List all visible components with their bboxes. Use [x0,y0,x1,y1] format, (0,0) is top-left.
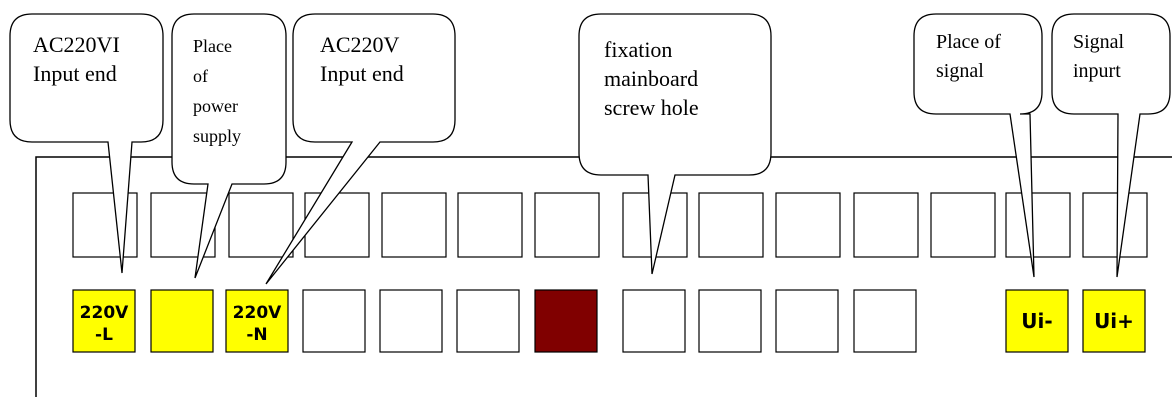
callout-bubble [578,13,772,275]
top-terminal-11 [853,192,919,258]
callout-text-line: AC220V [320,32,400,57]
top-terminal-row [72,192,1148,258]
callout-text-line: inpurt [1073,60,1121,82]
terminal-label-line2: -N [246,325,267,345]
callout-text-line: Signal [1073,31,1125,53]
callout-bubble [265,13,456,285]
bottom-terminal-13: Ui+ [1082,289,1146,353]
terminal-box [225,289,289,353]
bottom-terminal-12: Ui- [1005,289,1069,353]
callout-text-line: Place [193,36,232,56]
top-terminal-6 [457,192,523,258]
callout-ac220vi-input: AC220VI Input end [9,13,164,274]
callout-text-line: signal [936,60,984,82]
terminal-label-line2: -L [95,325,113,345]
callout-group: AC220VI Input end Place of power supply AC220V… [9,13,1171,285]
terminal-label: Ui+ [1094,309,1134,333]
callout-bubble [913,13,1043,278]
callout-screw-hole: fixation mainboard screw hole [578,13,772,275]
top-terminal-7 [534,192,600,258]
terminal-box [534,289,598,353]
callout-ac220v-input: AC220V Input end [265,13,456,285]
callout-text-line: AC220VI [33,32,120,57]
top-terminal-10 [775,192,841,258]
top-terminal-13 [1005,192,1071,258]
callout-text-line: Place of [936,31,1001,53]
terminal-box [775,289,839,353]
terminal-box [1005,289,1069,353]
callout-text-line: of [193,66,208,86]
bottom-terminal-4 [302,289,366,353]
callout-text-line: power [193,96,238,116]
bottom-terminal-11 [853,289,917,353]
terminal-box [456,289,520,353]
bottom-terminal-9 [698,289,762,353]
callout-text-line: Input end [33,61,117,86]
terminal-box [302,289,366,353]
terminal-box [622,289,686,353]
terminal-box [72,289,136,353]
terminal-label-line1: 220V [233,303,282,323]
terminal-label-line1: 220V [80,303,129,323]
callout-bubble [1051,13,1171,278]
callout-place-of-signal: Place of signal [913,13,1043,278]
screw-hole-terminal [534,289,598,353]
callout-text-line: Input end [320,61,404,86]
bottom-terminal-10 [775,289,839,353]
top-terminal-3 [228,192,294,258]
terminal-box [853,289,917,353]
callout-text-line: mainboard [604,66,698,91]
top-terminal-5 [381,192,447,258]
callout-power-supply: Place of power supply [171,13,287,279]
callout-bubble [171,13,287,279]
bottom-terminal-2 [150,289,214,353]
top-terminal-9 [698,192,764,258]
bottom-terminal-6 [456,289,520,353]
top-terminal-12 [930,192,996,258]
callout-signal-input: Signal inpurt [1051,13,1171,278]
terminal-box [379,289,443,353]
board-outline [35,156,1172,397]
callout-text-line: screw hole [604,95,699,120]
terminal-box [698,289,762,353]
bottom-terminal-5 [379,289,443,353]
terminal-label: Ui- [1021,309,1052,333]
callout-text-line: fixation [604,37,672,62]
terminal-box [150,289,214,353]
bottom-terminal-8 [622,289,686,353]
terminal-box [1082,289,1146,353]
callout-bubble [9,13,164,274]
bottom-terminal-1: 220V-L [72,289,136,353]
top-terminal-14 [1082,192,1148,258]
bottom-terminal-3: 220V-N [225,289,289,353]
callout-text-line: supply [193,126,241,146]
